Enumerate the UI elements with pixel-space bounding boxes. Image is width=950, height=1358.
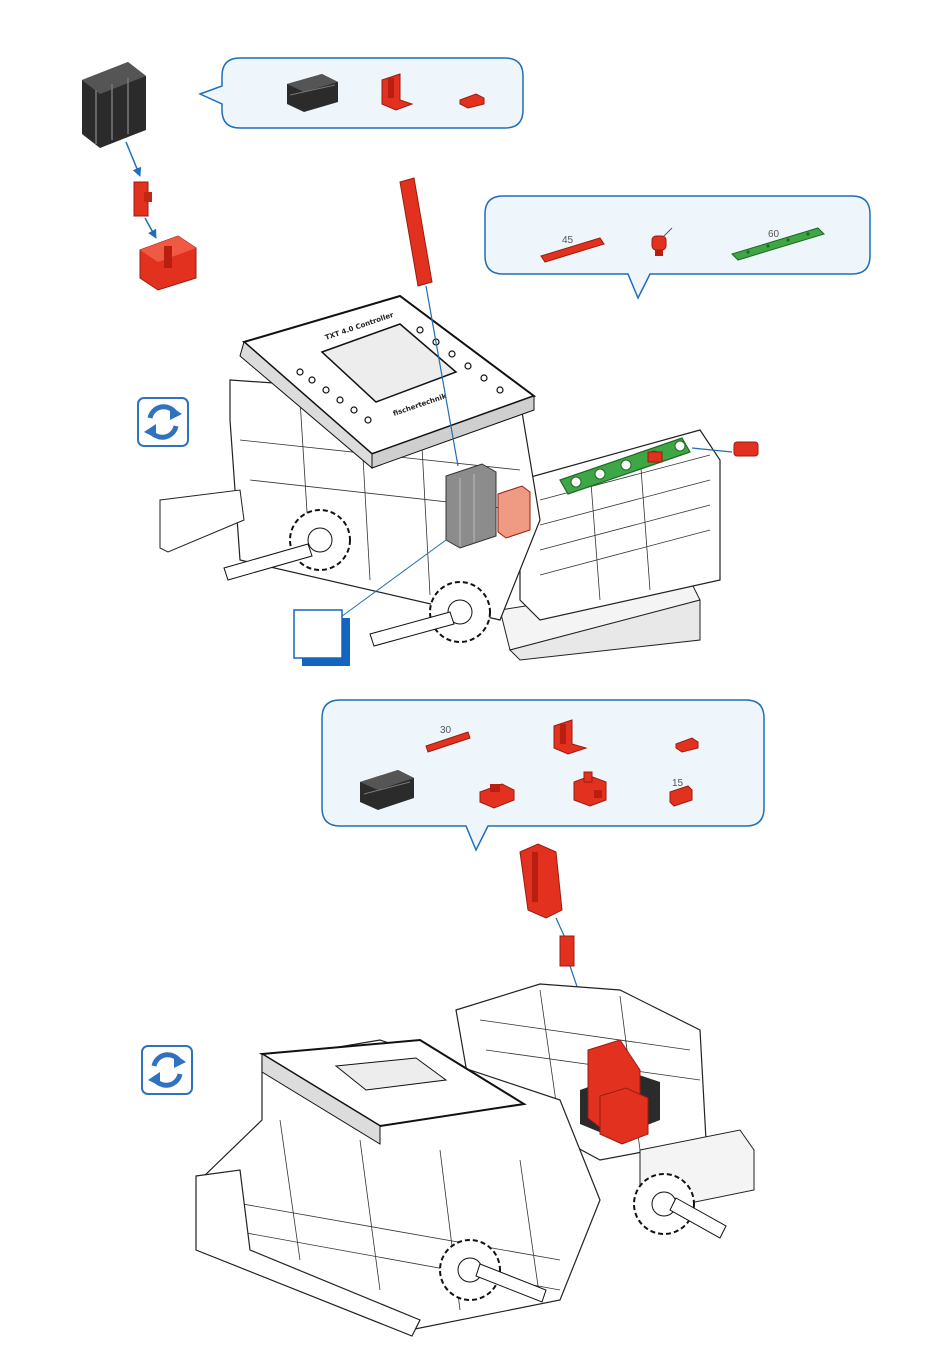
black-building-block-icon: [82, 62, 146, 148]
rotate-model-icon: [138, 398, 188, 446]
red-rod-icon: [400, 178, 432, 286]
red-small-clip-icon: [560, 936, 574, 966]
red-angle-block-icon: [140, 236, 196, 290]
red-angle-block-icon: [520, 844, 562, 918]
parts-callout-top: [200, 58, 523, 128]
model-assembly-step-2: [196, 844, 754, 1336]
rotate-model-icon: [142, 1046, 192, 1094]
parts-callout-bottom: 30 15: [322, 700, 764, 850]
gear-wheel: [290, 510, 350, 570]
exploded-subassembly-top: [82, 62, 196, 290]
parts-callout-right: 45 60: [485, 196, 870, 298]
part-label-15: 15: [672, 778, 684, 789]
part-label-45: 45: [562, 235, 574, 246]
part-label-30: 30: [440, 725, 452, 736]
part-label-60: 60: [768, 229, 780, 240]
red-spring-cam-icon: [734, 442, 758, 456]
gear-wheel: [430, 582, 490, 642]
detail-highlight-square: [294, 610, 350, 666]
red-small-clip-icon: [134, 182, 152, 216]
